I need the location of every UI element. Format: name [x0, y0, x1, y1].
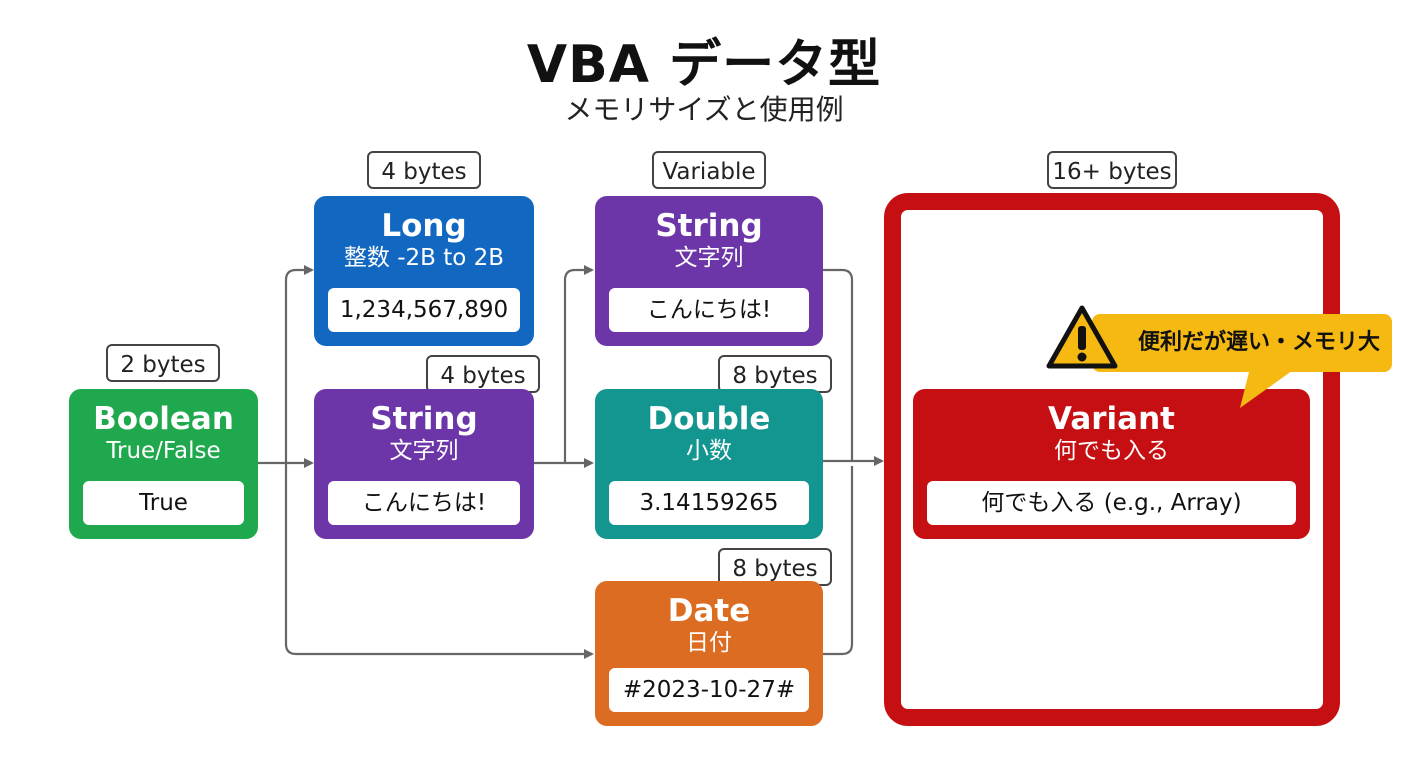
card-date-example: #2023-10-27# — [609, 668, 809, 712]
card-boolean: Boolean True/False True — [69, 389, 258, 539]
card-date: Date 日付 #2023-10-27# — [595, 581, 823, 726]
connector-date-to-variant — [823, 466, 854, 656]
warning-callout-tail — [1240, 368, 1296, 408]
card-long-desc: 整数 -2B to 2B — [343, 245, 505, 271]
warning-callout: 便利だが遅い・メモリ大 — [1092, 314, 1392, 372]
card-double-desc: 小数 — [686, 438, 732, 464]
card-variant: Variant 何でも入る 何でも入る (e.g., Array) — [913, 389, 1310, 539]
card-variant-example: 何でも入る (e.g., Array) — [927, 481, 1296, 525]
card-boolean-name: Boolean — [93, 401, 234, 437]
card-string-var-example: こんにちは! — [609, 288, 809, 332]
card-variant-name: Variant — [1048, 401, 1175, 437]
connector-boolean-to-date — [284, 463, 594, 659]
card-double-example: 3.14159265 — [609, 481, 809, 525]
card-boolean-example: True — [83, 481, 244, 525]
card-double: Double 小数 3.14159265 — [595, 389, 823, 539]
warning-icon — [1046, 305, 1118, 369]
size-tag-variant: 16+ bytes — [1047, 151, 1177, 189]
size-tag-boolean: 2 bytes — [106, 344, 220, 382]
card-date-desc: 日付 — [686, 630, 732, 656]
card-string-var: String 文字列 こんにちは! — [595, 196, 823, 346]
size-tag-string-var: Variable — [652, 151, 766, 189]
card-string-fixed-name: String — [370, 401, 478, 437]
card-string-fixed: String 文字列 こんにちは! — [314, 389, 534, 539]
card-string-var-name: String — [655, 208, 763, 244]
size-tag-long: 4 bytes — [367, 151, 481, 189]
card-long-name: Long — [381, 208, 467, 244]
size-tag-date: 8 bytes — [718, 548, 832, 586]
connector-boolean-to-long — [284, 265, 314, 463]
connector-string-var-to-variant — [823, 268, 854, 460]
page-title: VBA データ型 — [526, 35, 882, 95]
card-double-name: Double — [647, 401, 771, 437]
card-date-name: Date — [667, 593, 751, 629]
page-subtitle: メモリサイズと使用例 — [564, 93, 844, 126]
card-long: Long 整数 -2B to 2B 1,234,567,890 — [314, 196, 534, 346]
size-tag-double: 8 bytes — [718, 355, 832, 393]
card-string-fixed-example: こんにちは! — [328, 481, 520, 525]
card-string-var-desc: 文字列 — [674, 245, 744, 271]
connector-string-to-string-var — [563, 265, 594, 463]
card-long-example: 1,234,567,890 — [328, 288, 520, 332]
card-boolean-desc: True/False — [106, 438, 221, 464]
card-variant-desc: 何でも入る — [1054, 438, 1169, 464]
card-string-fixed-desc: 文字列 — [389, 438, 459, 464]
size-tag-string-fixed: 4 bytes — [426, 355, 540, 393]
